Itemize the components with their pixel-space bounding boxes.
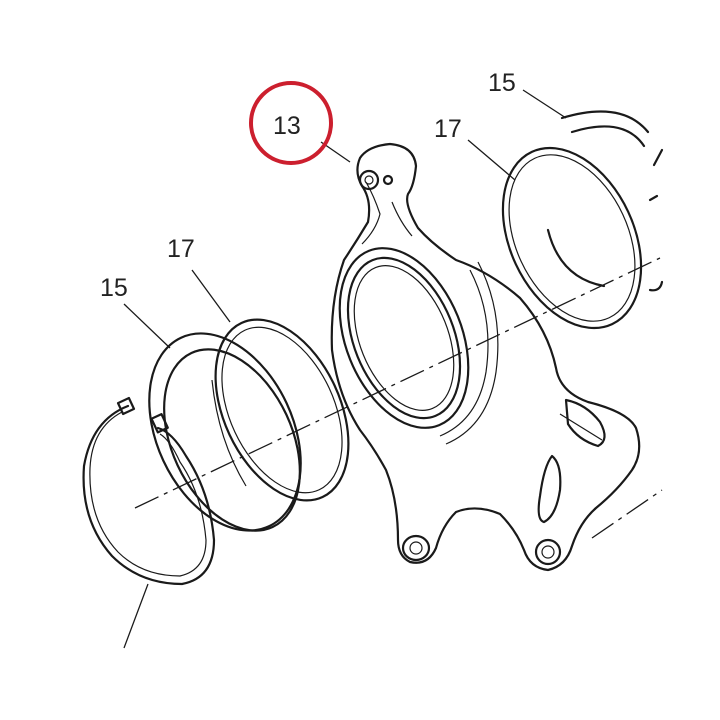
callout-17-right: 17	[434, 115, 462, 143]
circlip	[82, 396, 216, 586]
right-bearing-ring	[501, 146, 643, 330]
left-bearing-ring	[214, 318, 350, 502]
leader-lines	[123, 89, 567, 649]
callout-13: 13	[273, 112, 301, 140]
hub-carrier-body	[330, 142, 641, 572]
callout-17-left: 17	[167, 235, 195, 263]
centre-axis	[134, 257, 663, 539]
highlight-ring	[249, 81, 333, 165]
callout-15-left: 15	[100, 274, 128, 302]
right-seal-ring	[546, 110, 664, 292]
left-seal-ring	[148, 332, 302, 532]
callout-15-right: 15	[488, 69, 516, 97]
